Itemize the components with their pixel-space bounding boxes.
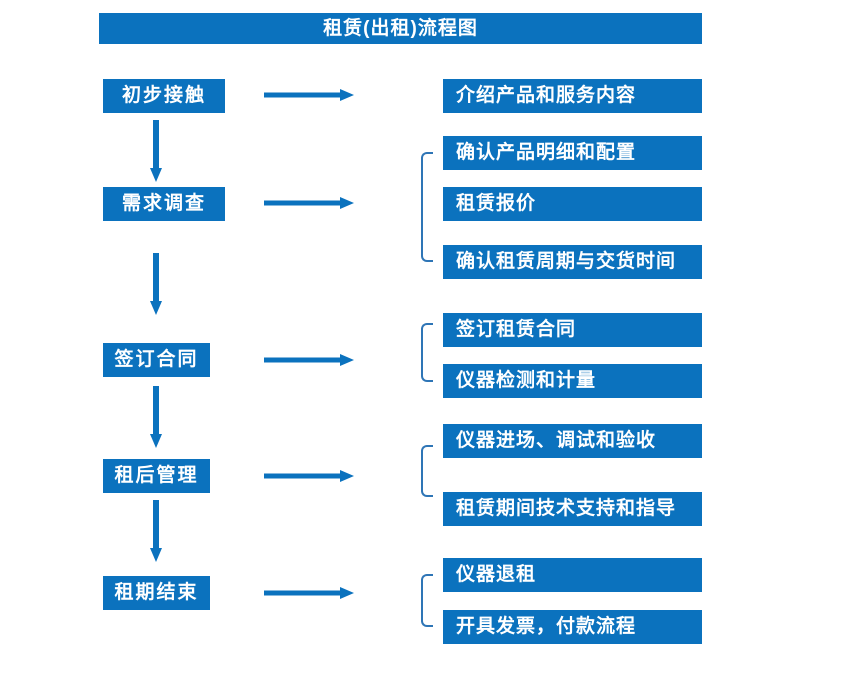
detail-box-instrument-testing: 仪器检测和计量 [443, 364, 702, 398]
arrow-down-icon [150, 253, 162, 315]
detail-box-invoice-payment: 开具发票，付款流程 [443, 610, 702, 644]
arrow-right-icon [264, 587, 354, 599]
stage-box-post-rental-management: 租后管理 [103, 459, 210, 493]
stage-box-sign-contract: 签订合同 [103, 343, 210, 377]
group-bracket [421, 574, 433, 627]
arrow-right-icon [264, 354, 354, 366]
stage-box-rental-end: 租期结束 [103, 576, 210, 610]
stage-box-initial-contact: 初步接触 [103, 79, 225, 113]
group-bracket [421, 445, 433, 497]
detail-box-instrument-setup-acceptance: 仪器进场、调试和验收 [443, 424, 702, 458]
arrow-down-icon [150, 120, 162, 182]
arrow-right-icon [264, 197, 354, 209]
detail-box-rental-quotation: 租赁报价 [443, 187, 702, 221]
detail-box-confirm-rental-period: 确认租赁周期与交货时间 [443, 245, 702, 279]
detail-box-instrument-return: 仪器退租 [443, 558, 702, 592]
detail-box-introduce-products: 介绍产品和服务内容 [443, 79, 702, 113]
group-bracket [421, 323, 433, 382]
group-bracket [421, 152, 433, 262]
flowchart-title: 租赁(出租)流程图 [99, 13, 702, 44]
arrow-right-icon [264, 89, 354, 101]
detail-box-tech-support: 租赁期间技术支持和指导 [443, 492, 702, 526]
detail-box-sign-rental-contract: 签订租赁合同 [443, 313, 702, 347]
arrow-down-icon [150, 386, 162, 448]
detail-box-confirm-product-details: 确认产品明细和配置 [443, 136, 702, 170]
arrow-right-icon [264, 470, 354, 482]
stage-box-demand-survey: 需求调查 [103, 187, 225, 221]
arrow-down-icon [150, 500, 162, 562]
